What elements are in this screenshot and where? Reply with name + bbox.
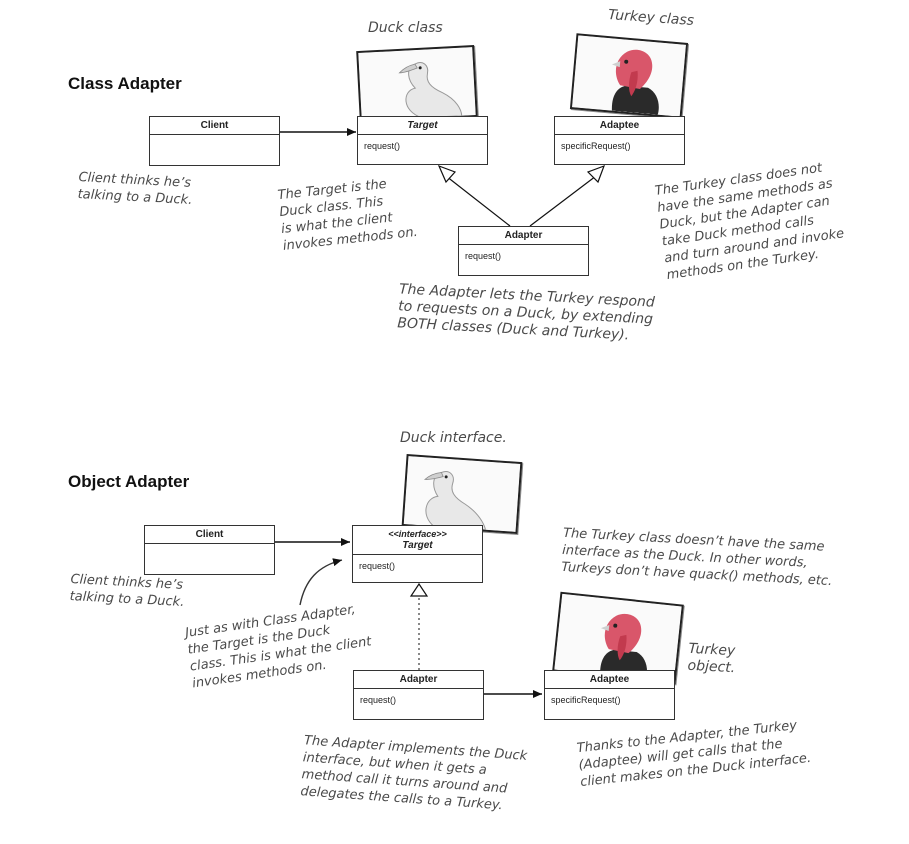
inheritance-arrowhead-target (437, 164, 457, 184)
note-pointer-curve (299, 558, 343, 606)
duck-interface-caption: Duck interface. (400, 430, 507, 446)
turkey-object-caption: Turkey object. (687, 640, 736, 677)
section-title-object-adapter: Object Adapter (68, 472, 190, 491)
class-target: Target request() (357, 116, 488, 165)
section-title-class-adapter: Class Adapter (68, 74, 182, 93)
class-adapter: Adapter request() (458, 226, 589, 276)
class-name: Client (150, 117, 279, 135)
note-client: Client thinks he’s talking to a Duck. (69, 572, 185, 610)
class-name: Adapter (459, 227, 588, 245)
class-name: Client (145, 526, 274, 544)
class-name: Adapter (354, 671, 483, 689)
class-operation: specificRequest() (551, 695, 621, 705)
class-client: Client (144, 525, 275, 575)
inheritance-line-adaptee (529, 175, 597, 227)
duck-image (403, 456, 521, 532)
note-target: The Target is the Duck class. This is wh… (276, 176, 419, 254)
interface-target: <<interface>> Target request() (352, 525, 483, 583)
duck-photo (356, 44, 478, 124)
class-name: Adaptee (555, 117, 684, 135)
class-name: Adaptee (545, 671, 674, 689)
class-operation: specificRequest() (561, 141, 631, 151)
note-client: Client thinks he’s talking to a Duck. (77, 170, 193, 208)
realization-arrowhead (409, 582, 429, 597)
interface-header: <<interface>> Target (353, 526, 482, 555)
turkey-image (554, 593, 682, 683)
class-operation: request() (360, 695, 397, 705)
turkey-image (572, 35, 686, 117)
class-operation: request() (359, 561, 396, 571)
class-adaptee: Adaptee specificRequest() (554, 116, 685, 165)
inheritance-arrowhead-adaptee (586, 164, 606, 184)
class-operation: request() (364, 141, 401, 151)
class-client: Client (149, 116, 280, 166)
duck-class-caption: Duck class (368, 20, 443, 36)
class-name: Target (358, 117, 487, 135)
interface-stereotype: <<interface>> (388, 529, 447, 539)
class-adaptee: Adaptee specificRequest() (544, 670, 675, 720)
duck-photo (401, 454, 523, 534)
class-adapter: Adapter request() (353, 670, 484, 720)
duck-image (358, 47, 476, 121)
turkey-photo (569, 33, 689, 119)
class-operation: request() (465, 251, 502, 261)
inheritance-line-target (445, 175, 511, 227)
class-name: Target (402, 540, 433, 551)
